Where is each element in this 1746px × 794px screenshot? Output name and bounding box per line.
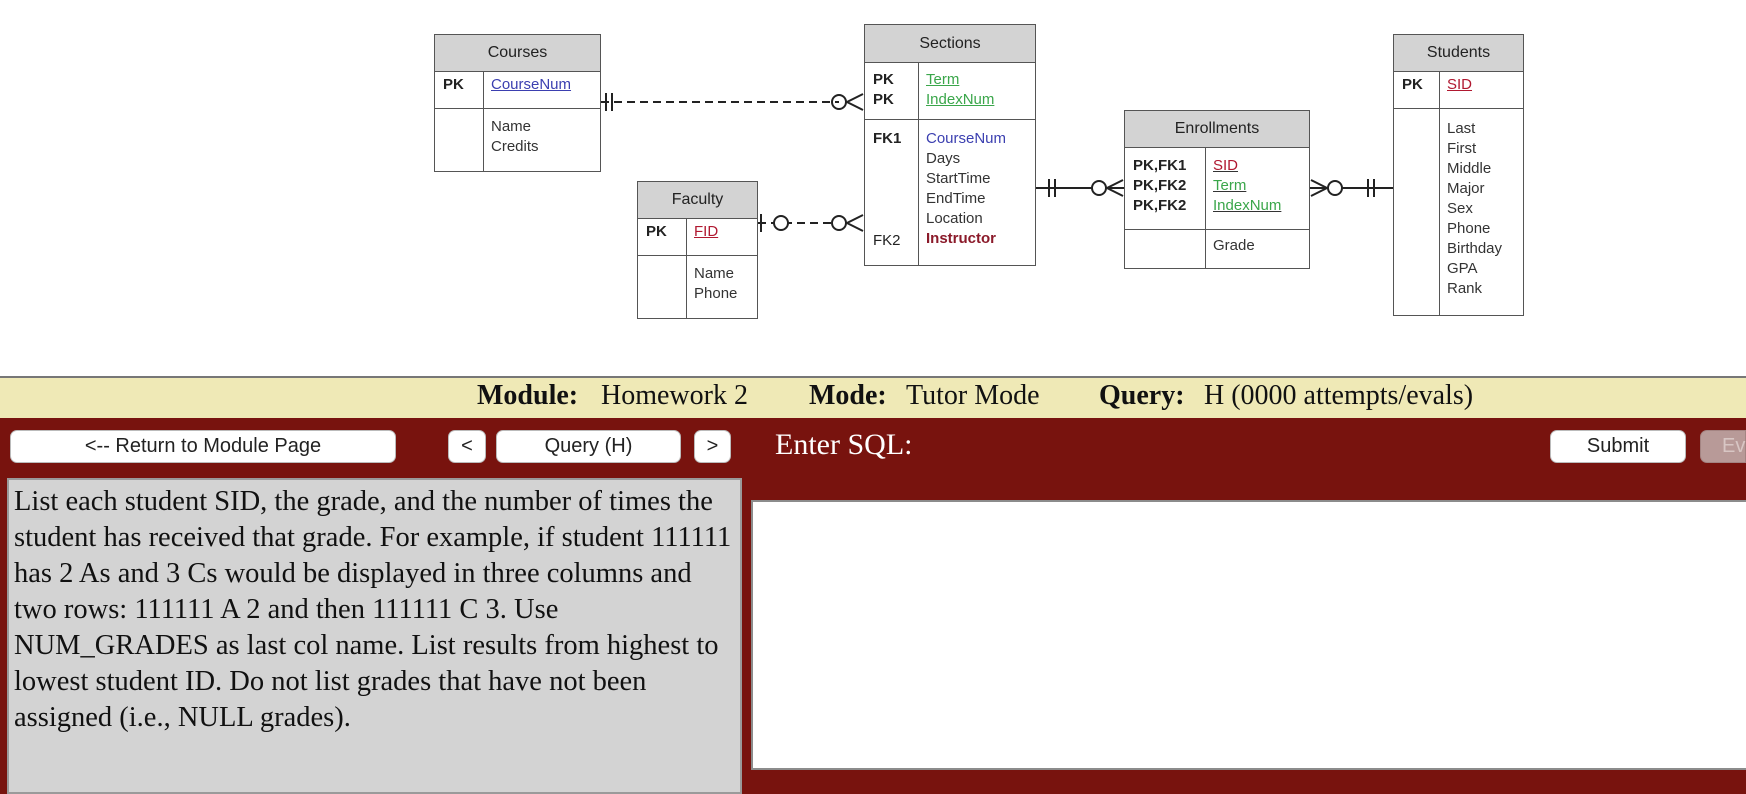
attr-pk: FID: [694, 223, 719, 240]
query-label: Query:: [1099, 380, 1185, 411]
key-label: FK1: [873, 130, 902, 147]
attr-pk: IndexNum: [926, 91, 995, 108]
attr-fk: CourseNum: [926, 130, 1007, 147]
module-info-bar: Module: Homework 2 Mode: Tutor Mode Quer…: [0, 376, 1746, 418]
entity-title: Students: [1394, 35, 1523, 72]
entity-title: Faculty: [638, 182, 757, 219]
enter-sql-label: Enter SQL:: [775, 428, 913, 461]
entity-enrollments: Enrollments PK,FK1 PK,FK2 PK,FK2 SID Ter…: [1124, 110, 1310, 269]
attr: Major: [1447, 180, 1485, 197]
attr-pk: SID: [1213, 157, 1239, 174]
key-label: PK,FK2: [1133, 177, 1187, 194]
entity-title: Sections: [865, 25, 1035, 63]
module-value: Homework 2: [601, 380, 748, 411]
prev-query-button[interactable]: <: [448, 430, 486, 463]
main-panel: <-- Return to Module Page < Query (H) > …: [0, 418, 1746, 794]
attr: Middle: [1447, 160, 1492, 177]
key-label: PK,FK1: [1133, 157, 1187, 174]
attr: Sex: [1447, 200, 1473, 217]
relationship-lines: [601, 93, 1393, 232]
attr-pk: Term: [926, 71, 960, 88]
mode-label: Mode:: [809, 380, 887, 411]
entity-courses: Courses PK CourseNum Name Credits: [434, 34, 601, 172]
enrollments-zero-mark-2: [1327, 180, 1343, 196]
key-column: [1125, 230, 1206, 268]
attr: Name: [694, 265, 735, 282]
evaluate-button[interactable]: Ev: [1700, 430, 1746, 463]
attr-pk: Term: [1213, 177, 1247, 194]
attr: Rank: [1447, 280, 1483, 297]
sections-zero-mark-2: [831, 215, 847, 231]
key-column: [1394, 109, 1440, 315]
er-diagram: Courses PK CourseNum Name Credits Facult…: [0, 0, 1746, 375]
attr: EndTime: [926, 190, 986, 207]
key-label: PK: [435, 72, 484, 108]
sql-input[interactable]: [751, 500, 1746, 770]
enrollments-crowfoot: [1104, 179, 1124, 197]
next-query-button[interactable]: >: [694, 430, 731, 463]
entity-faculty: Faculty PK FID Name Phone: [637, 181, 758, 319]
attr: Credits: [491, 138, 539, 155]
key-label: FK2: [873, 232, 901, 249]
entity-sections: Sections PK PK Term IndexNum FK1 FK2 Cou…: [864, 24, 1036, 266]
key-column: [435, 109, 484, 171]
attr: Days: [926, 150, 961, 167]
attr: Location: [926, 210, 983, 227]
attr: First: [1447, 140, 1477, 157]
key-label: PK,FK2: [1133, 197, 1187, 214]
attr: StartTime: [926, 170, 991, 187]
attr: GPA: [1447, 260, 1478, 277]
attr: Last: [1447, 120, 1476, 137]
faculty-zero-mark: [773, 215, 789, 231]
attr: Birthday: [1447, 240, 1503, 257]
module-label: Module:: [477, 380, 579, 411]
entity-title: Enrollments: [1125, 111, 1309, 148]
mode-value: Tutor Mode: [906, 380, 1040, 411]
attr: Name: [491, 118, 532, 135]
entity-students: Students PK SID Last First Middle Major …: [1393, 34, 1524, 316]
attr-fk: Instructor: [926, 230, 997, 247]
key-label: PK: [638, 219, 687, 255]
submit-button[interactable]: Submit: [1550, 430, 1686, 463]
return-to-module-button[interactable]: <-- Return to Module Page: [10, 430, 396, 463]
entity-title: Courses: [435, 35, 600, 72]
key-label: PK: [1394, 72, 1440, 108]
key-column: [638, 256, 687, 318]
enrollments-zero-mark: [1091, 180, 1107, 196]
attr-pk: SID: [1447, 76, 1473, 93]
attr: Grade: [1213, 237, 1255, 254]
query-value: H (0000 attempts/evals): [1204, 380, 1474, 411]
query-select-button[interactable]: Query (H): [496, 430, 681, 463]
key-label: PK: [873, 91, 894, 108]
attr-pk: CourseNum: [491, 76, 572, 93]
sections-crowfoot: [844, 93, 864, 111]
attr-pk: IndexNum: [1213, 197, 1282, 214]
sections-crowfoot-2: [844, 214, 864, 232]
attr: Phone: [694, 285, 738, 302]
attr: Phone: [1447, 220, 1491, 237]
key-label: PK: [873, 71, 894, 88]
query-description: List each student SID, the grade, and th…: [7, 478, 742, 794]
